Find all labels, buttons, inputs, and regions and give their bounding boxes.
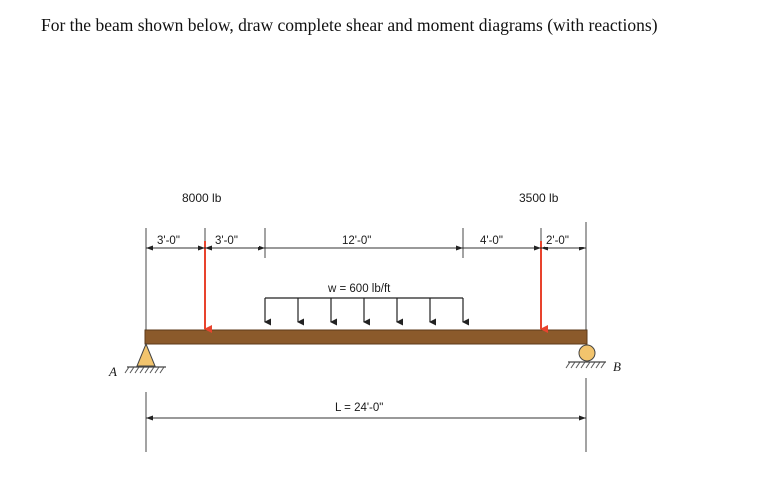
dim-seg-1: 3'-0" — [157, 235, 180, 247]
pin-support-a — [124, 342, 166, 374]
dim-seg-3: 12'-0" — [342, 235, 371, 247]
total-length-label: L = 24'-0" — [335, 402, 383, 414]
support-b-label: B — [613, 359, 621, 374]
distributed-load-label: w = 600 lb/ft — [327, 283, 391, 295]
dim-seg-5: 2'-0" — [546, 235, 569, 247]
support-a-label: A — [108, 364, 117, 379]
bottom-dimension — [145, 378, 587, 452]
point-load-1-label: 8000 lb — [182, 191, 222, 205]
dim-seg-4: 4'-0" — [480, 235, 503, 247]
beam — [144, 329, 588, 345]
point-load-2-label: 3500 lb — [519, 191, 559, 205]
top-extension-lines — [145, 222, 587, 330]
problem-statement: For the beam shown below, draw complete … — [41, 15, 658, 35]
roller-support-b — [565, 344, 606, 369]
dim-seg-2: 3'-0" — [215, 235, 238, 247]
distributed-load — [264, 297, 469, 326]
